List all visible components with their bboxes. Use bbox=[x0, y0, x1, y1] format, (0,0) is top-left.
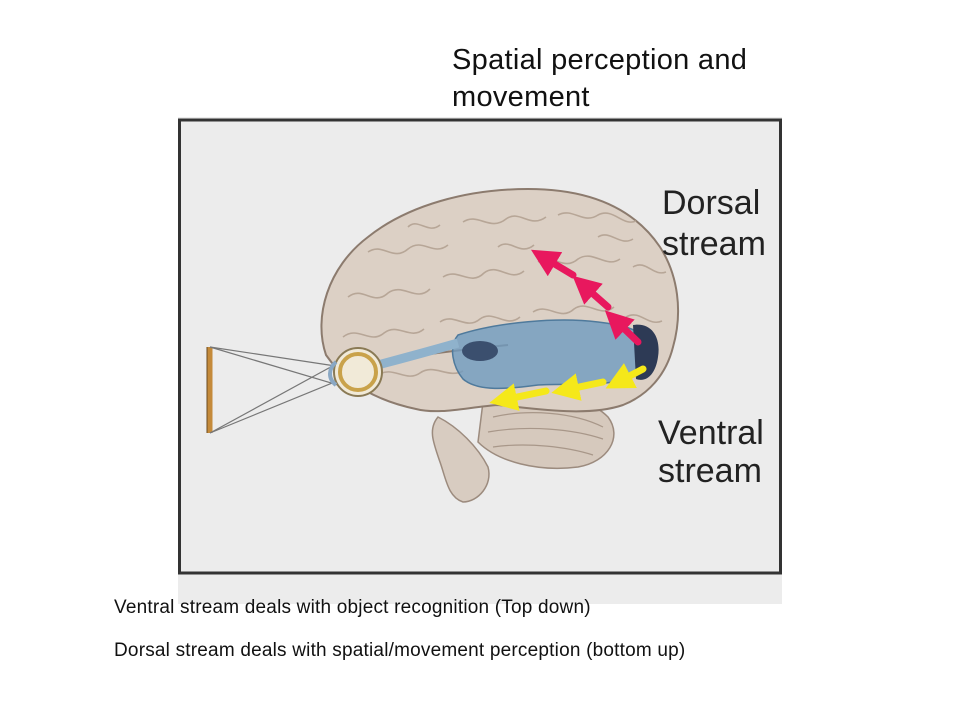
dorsal-arrow bbox=[604, 310, 642, 346]
ventral-arrows bbox=[489, 363, 647, 411]
dorsal-arrows bbox=[530, 249, 642, 346]
dorsal-arrow bbox=[572, 275, 612, 311]
figure-frame bbox=[178, 118, 782, 575]
ventral-arrow bbox=[605, 363, 647, 389]
visual-cortex bbox=[633, 324, 659, 380]
caption-dorsal-stream: Dorsal stream deals with spatial/movemen… bbox=[114, 640, 686, 661]
ventral-arrow bbox=[489, 383, 550, 411]
ventral-label-line1: Ventral bbox=[658, 414, 764, 452]
dorsal-label-line2: stream bbox=[662, 225, 766, 263]
brainstem bbox=[431, 416, 490, 503]
stream-pathway bbox=[368, 319, 659, 390]
dorsal-arrow bbox=[530, 249, 577, 279]
brain-diagram-svg: Dorsal stream Ventral stream bbox=[178, 117, 782, 604]
ventral-arrow bbox=[551, 373, 607, 401]
viewed-object bbox=[206, 347, 213, 433]
eye bbox=[328, 347, 383, 397]
caption-ventral-stream: Ventral stream deals with object recogni… bbox=[114, 597, 591, 618]
sight-lines bbox=[209, 346, 343, 434]
dorsal-label-line1: Dorsal bbox=[662, 184, 760, 222]
slide-title: Spatial perception and movement bbox=[452, 44, 748, 113]
lgn-nucleus bbox=[462, 341, 498, 361]
ventral-label-line2: stream bbox=[658, 452, 762, 490]
brain-figure: Dorsal stream Ventral stream bbox=[178, 117, 782, 604]
